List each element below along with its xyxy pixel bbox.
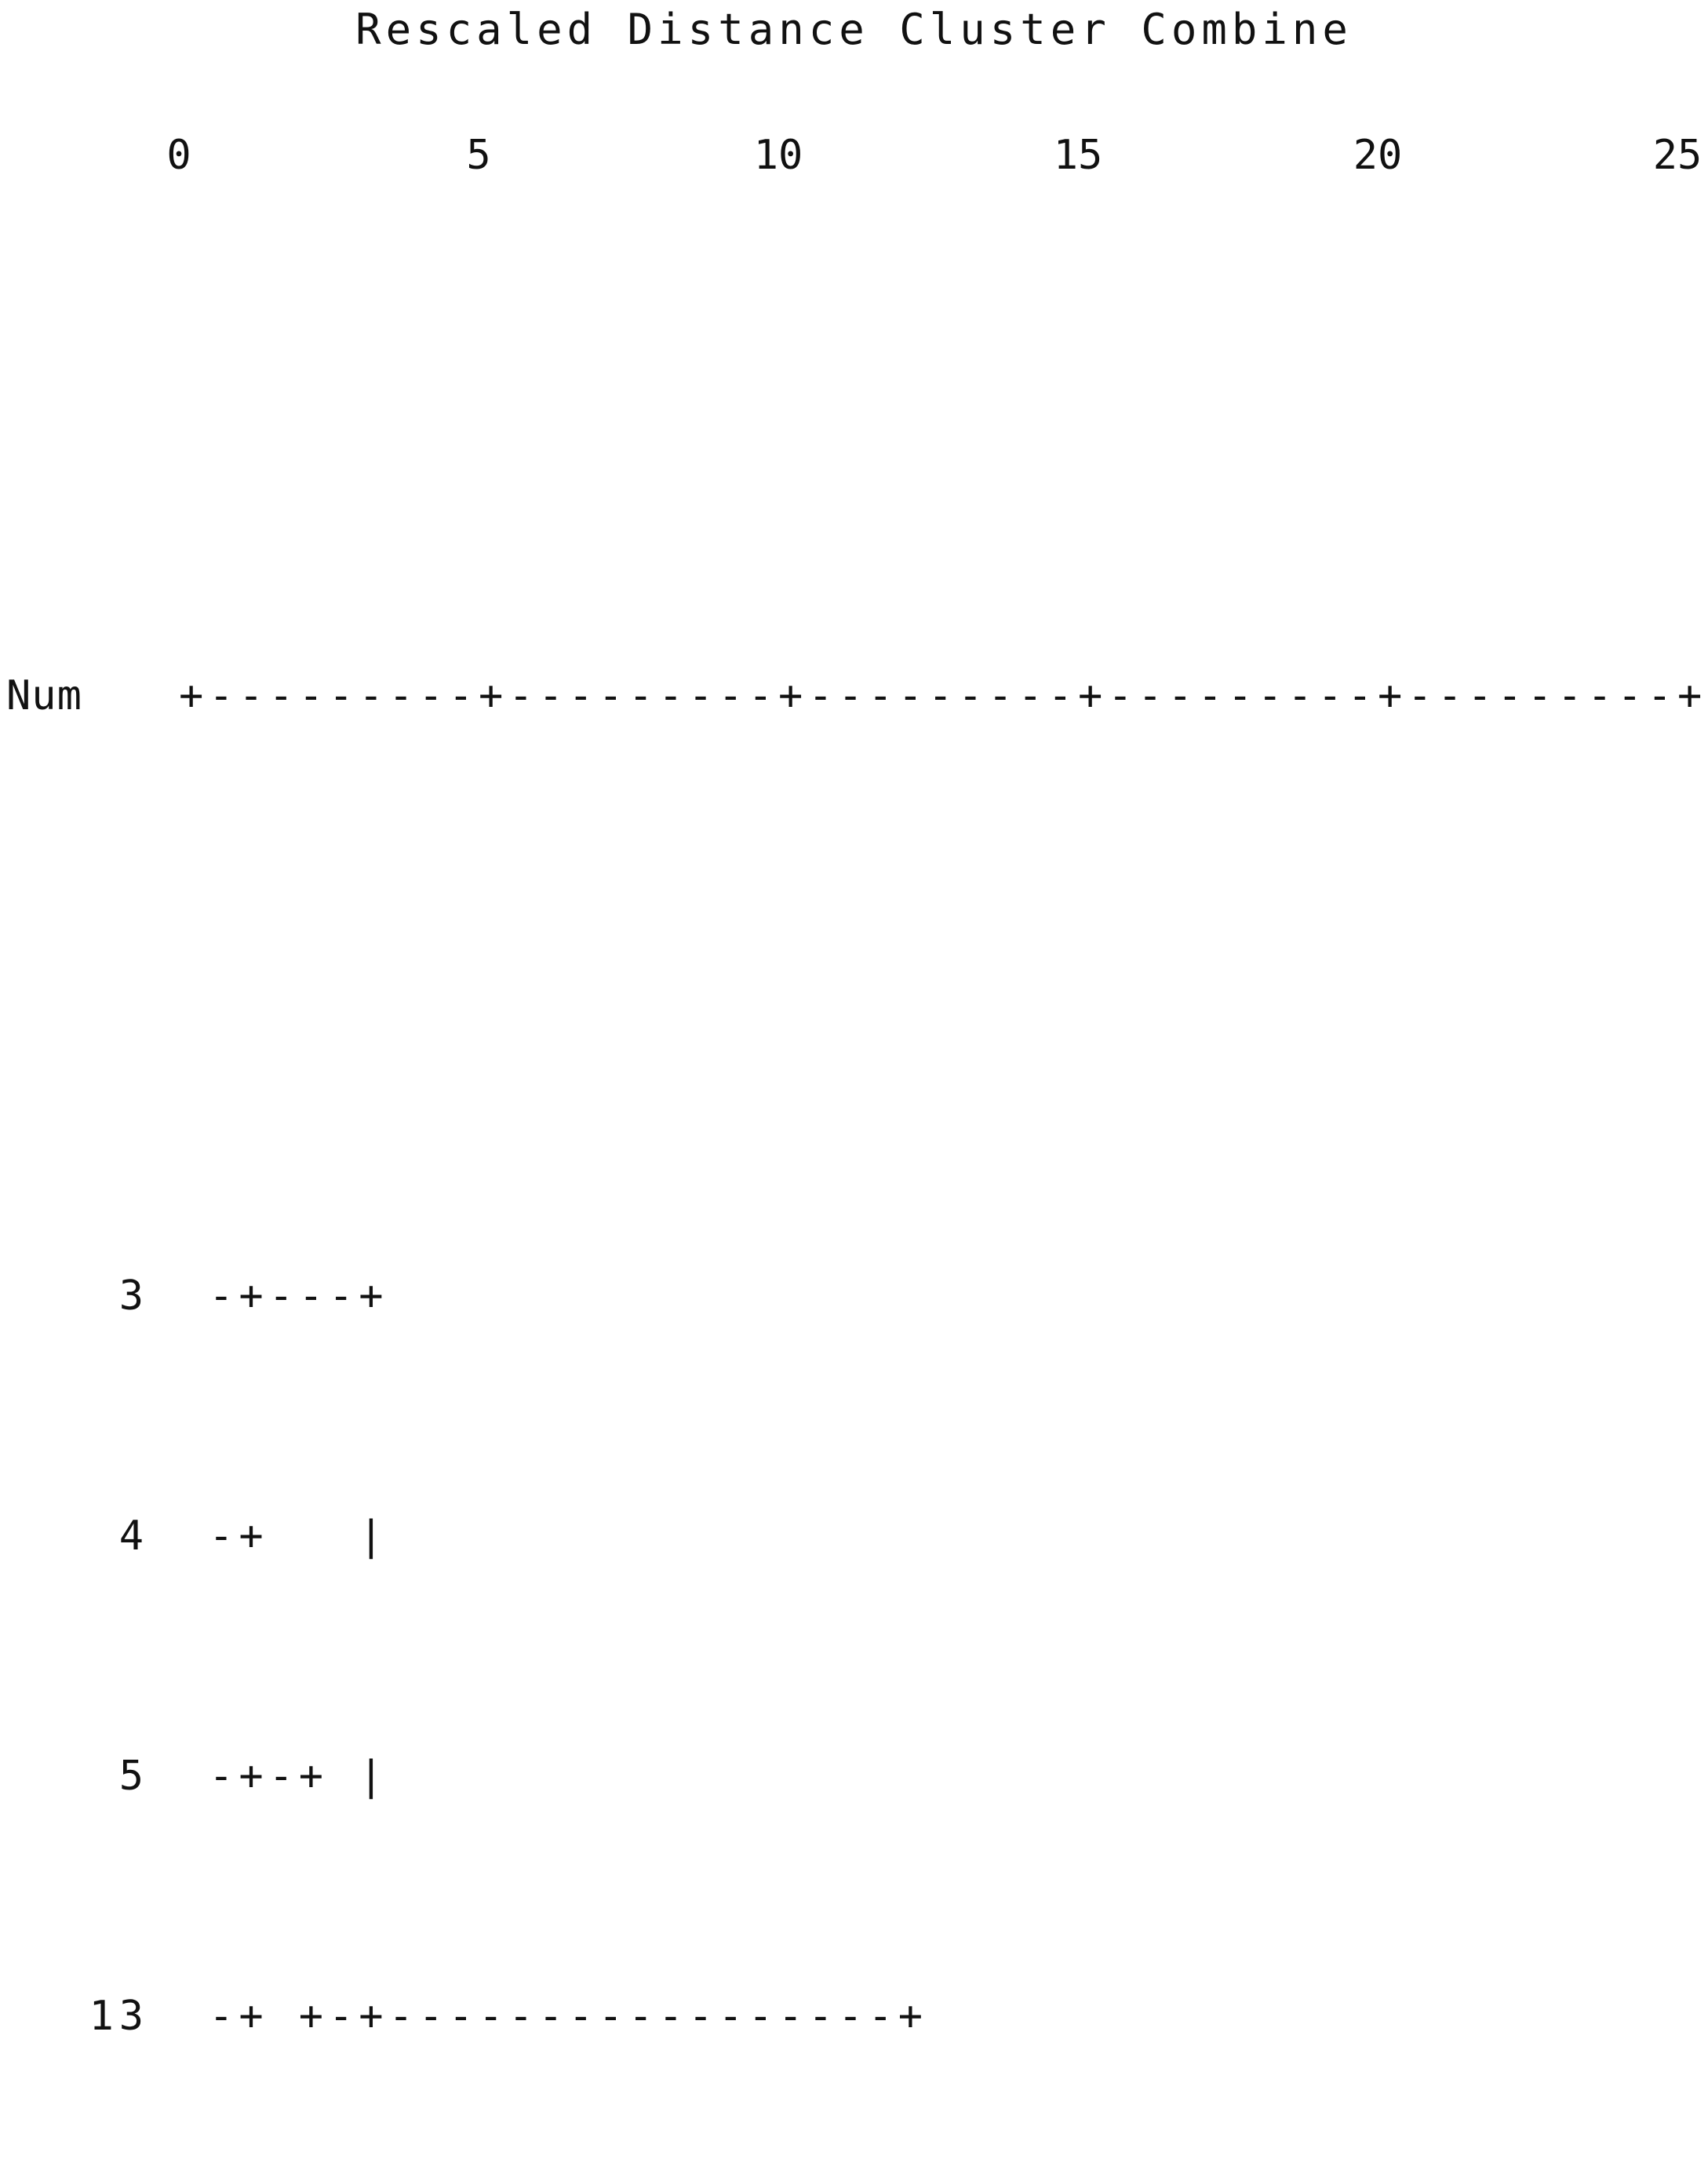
axis-tick-label-5: 5	[466, 132, 491, 179]
page-title: Rescaled Distance Cluster Combine	[355, 5, 1353, 54]
dendrogram-row-4: 4 -+ |	[0, 1506, 384, 1567]
axis-ruler-row: Num +---------+---------+---------+-----…	[0, 666, 1702, 726]
axis-tick-label-10: 10	[753, 132, 803, 179]
dendrogram-ascii-body: Num +---------+---------+---------+-----…	[0, 126, 1702, 2170]
dendrogram-row-3: 3 -+---+	[0, 1266, 384, 1327]
leaf-label-13: 13	[89, 1992, 149, 2040]
leaf-art-5: -+-+ |	[179, 1752, 389, 1800]
ruler-gap-spacer	[0, 966, 180, 1026]
axis-gutter-label: Num	[6, 672, 82, 719]
dendrogram-row-13: 13 -+ +-+-----------------+	[0, 1986, 923, 2047]
axis-tick-labels: 0 5 10 15 20 25	[0, 126, 1708, 186]
leaf-label-4: 4	[118, 1512, 149, 1560]
leaf-label-5: 5	[118, 1752, 149, 1800]
dendrogram-page: Rescaled Distance Cluster Combine 0 5 10…	[0, 5, 1708, 2040]
leaf-art-13: -+ +-+-----------------+	[179, 1992, 928, 2040]
axis-number-spacer	[0, 366, 180, 426]
axis-tick-label-15: 15	[1053, 132, 1103, 179]
axis-tick-label-0: 0	[166, 132, 191, 179]
axis-tick-label-20: 20	[1353, 132, 1403, 179]
axis-ruler: +---------+---------+---------+---------…	[179, 672, 1708, 719]
leaf-label-3: 3	[118, 1272, 149, 1320]
dendrogram-row-5: 5 -+-+ |	[0, 1746, 384, 1807]
leaf-art-4: -+ |	[179, 1512, 389, 1560]
axis-tick-label-25: 25	[1652, 132, 1703, 179]
leaf-art-3: -+---+	[179, 1272, 389, 1320]
